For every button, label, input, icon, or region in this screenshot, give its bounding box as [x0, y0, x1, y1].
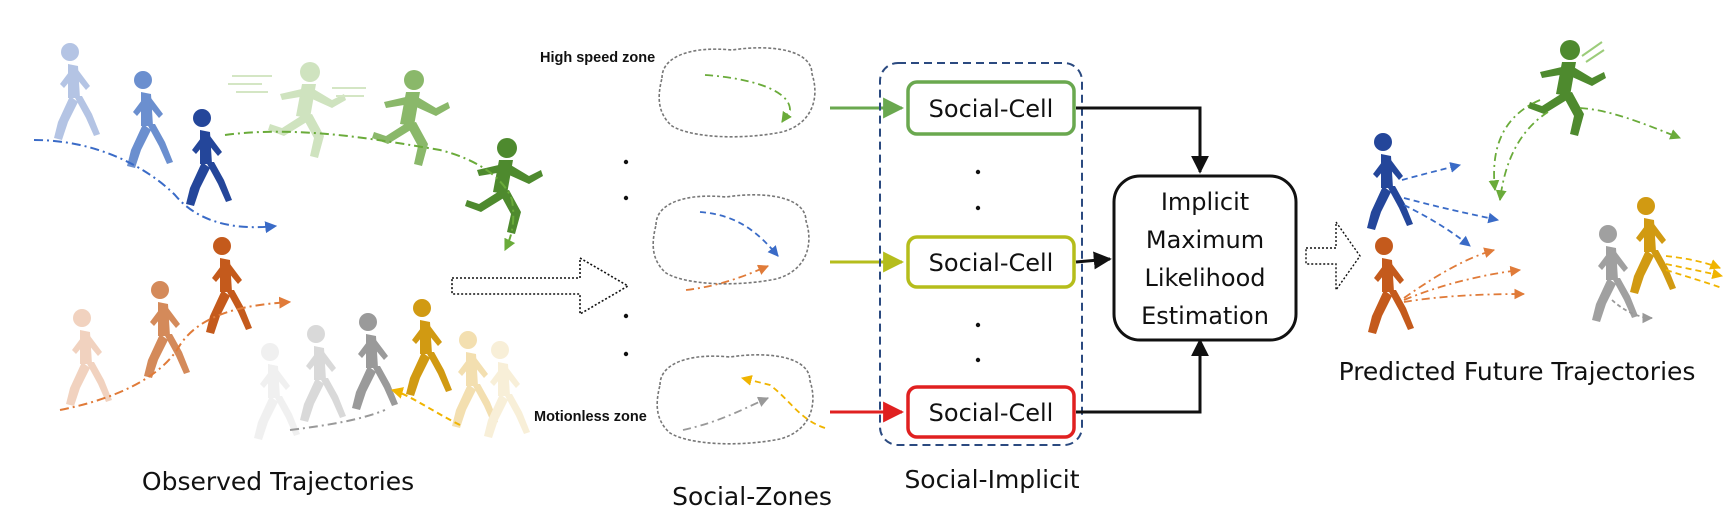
hollow-arrow-1	[451, 256, 630, 316]
walking-person-icon	[206, 237, 252, 334]
walking-person-icon	[144, 281, 190, 378]
social-cell-middle: Social-Cell	[906, 235, 1076, 289]
walking-person-icon	[352, 313, 398, 410]
observed-trajectories-label: Observed Trajectories	[142, 467, 414, 496]
zone-trajectory-blue	[699, 211, 779, 257]
zone-motionless	[656, 354, 814, 445]
walking-person-icon	[406, 299, 452, 396]
walking-person-icon	[254, 343, 300, 440]
predicted-trajectories-panel: Predicted Future Trajectories	[1339, 40, 1724, 386]
cell-ellipsis	[975, 169, 981, 363]
pred-gray	[1611, 299, 1654, 324]
trajectory-gold	[390, 387, 461, 426]
running-person-icon	[372, 70, 450, 166]
pred-gold-3	[1665, 269, 1723, 289]
pred-gold-2	[1665, 263, 1724, 280]
walking-person-icon	[1592, 225, 1638, 322]
pred-blue-1	[1401, 162, 1462, 181]
social-zones-label: Social-Zones	[672, 482, 832, 511]
zone-middle	[652, 194, 810, 285]
pred-orange-2	[1403, 265, 1522, 301]
zone-trajectory-gold	[740, 375, 826, 429]
observed-trajectories-panel: Observed Trajectories	[33, 43, 543, 496]
walking-person-icon	[186, 109, 232, 206]
trajectory-blue	[33, 139, 278, 234]
zone-trajectory-orange	[685, 264, 769, 291]
walking-person-icon	[54, 43, 100, 140]
zone-high-speed	[658, 47, 816, 138]
social-implicit-panel: Social-Cell Social-Cell Social-Cell Soci…	[879, 62, 1083, 494]
social-cell-label: Social-Cell	[929, 249, 1054, 277]
walking-person-icon	[1630, 197, 1676, 294]
social-cell-label: Social-Cell	[929, 399, 1054, 427]
mle-line-3: Likelihood	[1145, 264, 1266, 292]
mle-box: Implicit Maximum Likelihood Estimation	[1112, 174, 1298, 342]
walking-person-icon	[1368, 237, 1414, 334]
mle-line-4: Estimation	[1141, 302, 1269, 330]
running-person-icon	[1528, 40, 1606, 136]
social-implicit-dashed-box	[879, 62, 1083, 446]
arrow-cell2-to-mle	[1075, 251, 1112, 270]
social-cell-label: Social-Cell	[929, 95, 1054, 123]
speed-lines	[228, 75, 366, 97]
zone-trajectory-gray	[682, 396, 769, 431]
running-person-icon	[268, 62, 346, 158]
motionless-zone-label: Motionless zone	[534, 409, 647, 425]
pred-blue-3	[1403, 204, 1471, 247]
pred-green-1	[1579, 107, 1682, 140]
walking-person-icon	[66, 309, 112, 406]
speed-lines	[1581, 41, 1605, 63]
pred-orange-1	[1403, 247, 1496, 299]
social-implicit-label: Social-Implicit	[904, 465, 1079, 494]
pred-green-3	[1488, 99, 1541, 192]
arrow-cell1-to-mle	[1076, 106, 1209, 174]
hollow-arrow-2	[1305, 219, 1361, 293]
high-speed-zone-label: High speed zone	[540, 50, 655, 66]
trajectory-orange	[59, 296, 292, 411]
trajectory-green	[224, 130, 516, 252]
social-cell-high-speed: Social-Cell	[906, 80, 1076, 136]
walking-person-icon	[300, 325, 346, 422]
social-cell-motionless: Social-Cell	[906, 385, 1076, 439]
pred-green-2	[1495, 111, 1549, 202]
pred-blue-2	[1403, 197, 1500, 224]
social-zones-panel: High speed zone Motionless zone Social-Z…	[534, 47, 832, 511]
walking-person-icon	[1367, 133, 1413, 230]
mle-line-2: Maximum	[1146, 226, 1264, 254]
walking-person-icon	[484, 341, 530, 438]
zone-trajectory-green	[704, 74, 792, 123]
pred-orange-3	[1403, 288, 1526, 303]
walking-person-icon	[127, 71, 173, 168]
vertical-ellipsis	[623, 159, 629, 357]
mle-line-1: Implicit	[1161, 188, 1249, 216]
arrow-cell3-to-mle	[1076, 338, 1209, 414]
predicted-trajectories-label: Predicted Future Trajectories	[1339, 357, 1696, 386]
pred-gold-1	[1665, 255, 1722, 270]
